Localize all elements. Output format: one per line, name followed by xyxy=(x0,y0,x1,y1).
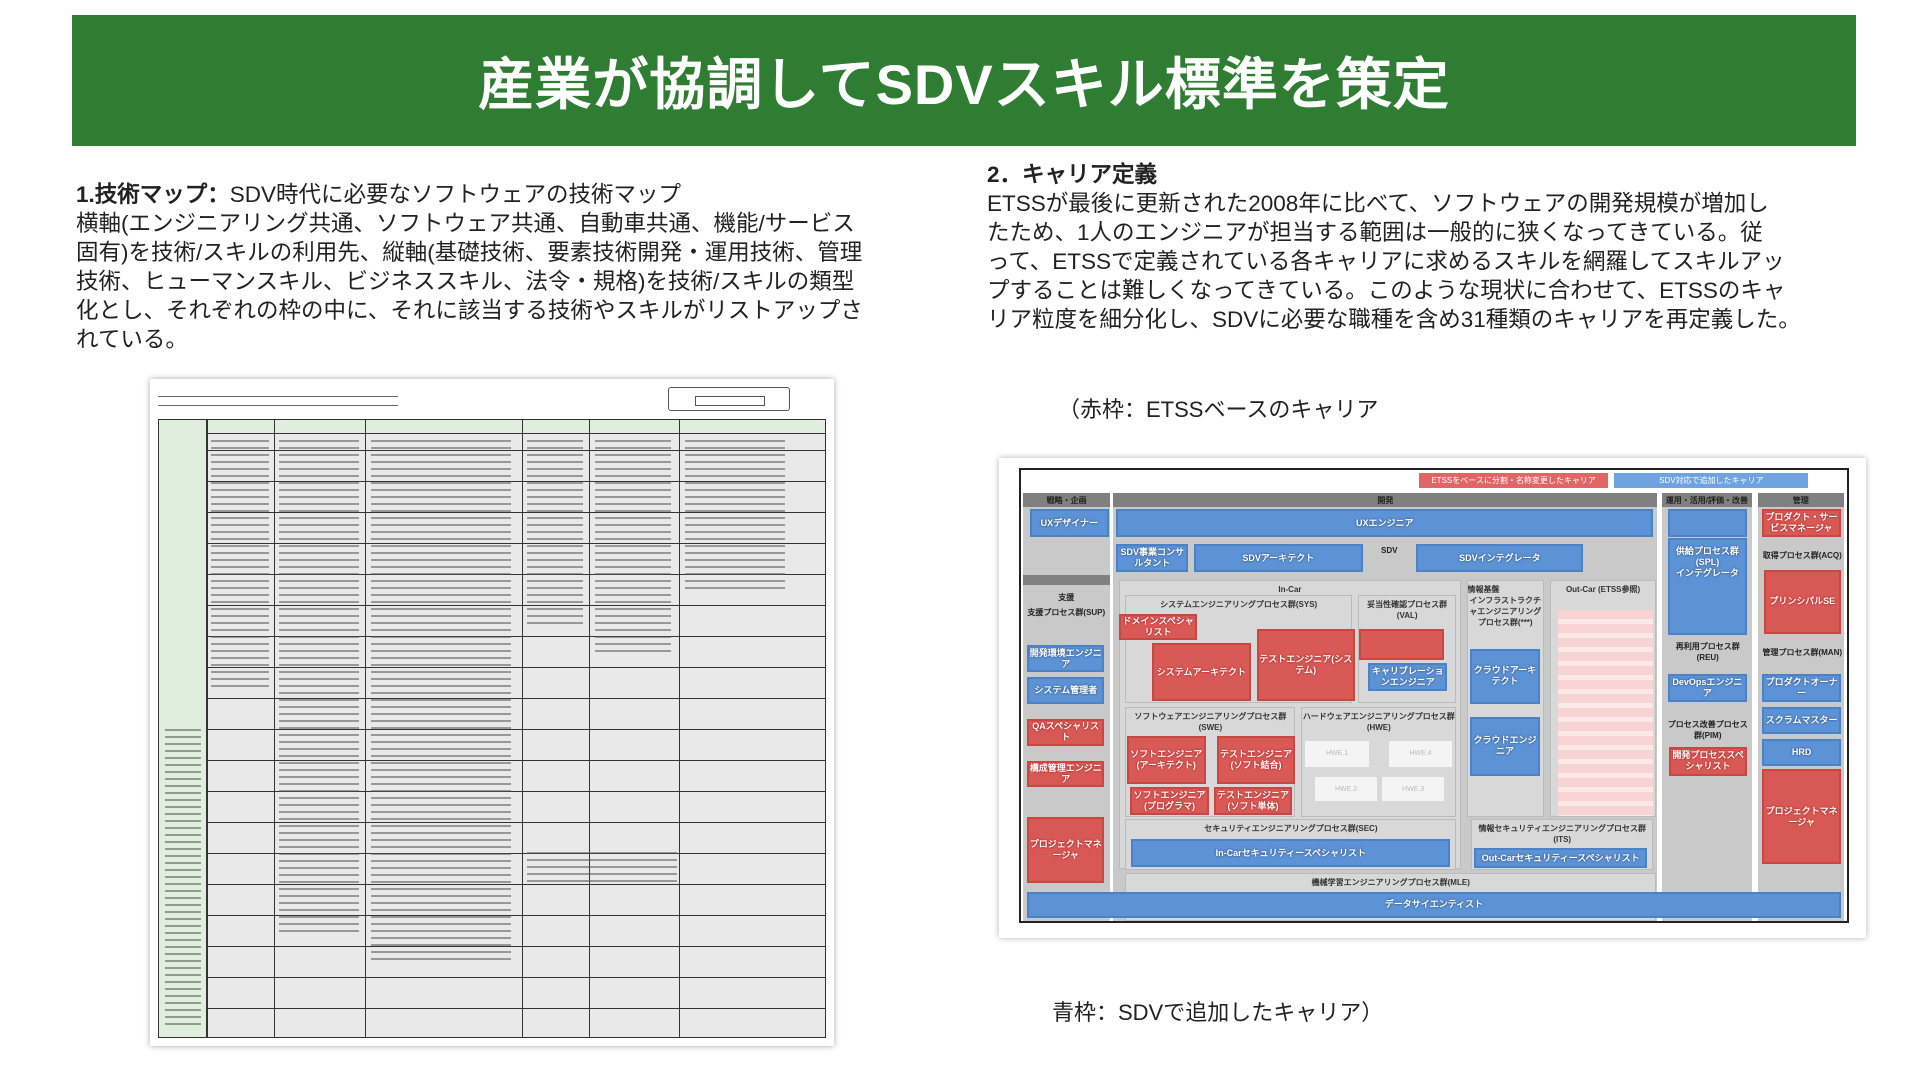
column-header-development: 開発 xyxy=(1113,493,1658,507)
career-ux-designer: UXデザイナー xyxy=(1029,509,1109,537)
career-test-soft-integration: テストエンジニア(ソフト結合) xyxy=(1216,735,1296,785)
career-val1 xyxy=(1359,628,1445,661)
career-heading: 2．キャリア定義 xyxy=(987,162,1158,187)
career-devenv-engineer: 開発環境エンジニア xyxy=(1026,645,1105,673)
tech-map-line: れている。 xyxy=(76,327,188,352)
legend-etss-based: ETSSをベースに分割・名称変更したキャリア xyxy=(1418,473,1609,489)
hwe2-box: HWE.2 xyxy=(1315,776,1378,802)
career-diagram-image: ETSSをベースに分割・名称変更したキャリア SDV対応で追加したキャリア 戦略… xyxy=(999,458,1866,938)
career-line: プすることは難しくなってきている。このような現状に合わせて、ETSSのキャ xyxy=(987,278,1786,303)
career-sys-admin: システム管理者 xyxy=(1026,677,1105,704)
divider xyxy=(589,420,590,1037)
career-incar-security: In-Carセキュリティースペシャリスト xyxy=(1131,839,1451,867)
career-test-engineer-system: テストエンジニア(システム) xyxy=(1256,628,1355,702)
career-process-specialist: 開発プロセススペシャリスト xyxy=(1669,747,1747,776)
career-soft-architect: ソフトエンジニア(アーキテクト) xyxy=(1126,735,1206,785)
career-sdv-integrator: SDVインテグレータ xyxy=(1416,544,1584,572)
career-data-scientist: データサイエンティスト xyxy=(1026,891,1842,919)
hwe1-box: HWE.1 xyxy=(1305,740,1369,767)
table-text xyxy=(527,440,583,626)
career-cloud-engineer: クラウドエンジニア xyxy=(1470,717,1540,776)
table-text xyxy=(371,440,511,965)
tech-map-heading: 1.技術マップ： xyxy=(76,182,230,207)
career-ux-engineer: UXエンジニア xyxy=(1116,509,1654,537)
career-sdv-consultant: SDV事業コンサルタント xyxy=(1116,544,1188,572)
career-sdv-architect: SDVアーキテクト xyxy=(1193,544,1363,572)
divider-bar xyxy=(1022,575,1111,586)
career-test-soft-unit: テストエンジニア(ソフト単体) xyxy=(1213,786,1293,815)
career-map: ETSSをベースに分割・名称変更したキャリア SDV対応で追加したキャリア 戦略… xyxy=(1019,468,1849,923)
career-cloud-architect: クラウドアーキテクト xyxy=(1470,648,1540,704)
career-ux-ops xyxy=(1668,509,1747,537)
reu-label: 再利用プロセス群(REU) xyxy=(1675,642,1740,663)
career-project-manager-left: プロジェクトマネージャ xyxy=(1026,817,1105,883)
table-text xyxy=(527,851,677,883)
man-label: 管理プロセス群(MAN) xyxy=(1762,648,1843,658)
hwe4-box: HWE.4 xyxy=(1388,740,1453,767)
outcar-etss-list xyxy=(1557,610,1654,816)
column-header-strategy: 戦略・企画 xyxy=(1022,493,1111,507)
spl-label: 供給プロセス群(SPL) xyxy=(1675,546,1739,568)
career-qa-specialist: QAスペシャリスト xyxy=(1026,718,1105,746)
tech-map-table xyxy=(158,419,826,1038)
tech-map-image xyxy=(150,379,834,1046)
sheet-header xyxy=(158,387,826,423)
section-career-definition: 2．キャリア定義 ETSSが最後に更新された2008年に比べて、ソフトウェアの開… xyxy=(987,160,1801,334)
career-config-engineer: 構成管理エンジニア xyxy=(1026,760,1105,788)
career-hrd: HRD xyxy=(1762,738,1842,766)
column-header-operation: 運用・活用/評価・改善 xyxy=(1662,493,1752,507)
career-soft-programmer: ソフトエンジニア(プログラマ) xyxy=(1130,786,1209,815)
tech-map-subtitle: SDV時代に必要なソフトウェアの技術マップ xyxy=(229,182,682,207)
table-text xyxy=(685,440,785,595)
tech-map-line: 技術、ヒューマンスキル、ビジネススキル、法令・規格)を技術/スキルの類型 xyxy=(76,269,855,294)
infra-label: 情報基盤 xyxy=(1467,585,1500,595)
acq-label: 取得プロセス群(ACQ) xyxy=(1762,550,1842,560)
spl-integrator-label: インテグレータ xyxy=(1675,568,1739,579)
tech-map-line: 1.技術マップ：SDV時代に必要なソフトウェアの技術マップ xyxy=(76,180,863,209)
divider xyxy=(522,420,523,1037)
support-group-label: 支援プロセス群(SUP) xyxy=(1027,607,1106,617)
career-line: って、ETSSで定義されている各キャリアに求めるスキルを網羅してスキルアッ xyxy=(987,249,1785,274)
divider xyxy=(207,420,208,1037)
career-line: ETSSが最後に更新された2008年に比べて、ソフトウェアの開発規模が増加し xyxy=(987,191,1769,216)
divider xyxy=(274,420,275,1037)
career-spl-integrator: 供給プロセス群(SPL)インテグレータ xyxy=(1668,538,1747,636)
career-project-manager-right: プロジェクトマネージャ xyxy=(1762,768,1842,865)
support-label: 支援 xyxy=(1058,592,1075,602)
column-header-management: 管理 xyxy=(1757,493,1844,507)
divider xyxy=(365,420,366,1037)
tech-map-line: 固有)を技術/スキルの利用先、縦軸(基礎技術、要素技術開発・運用技術、管理 xyxy=(76,240,863,265)
table-text xyxy=(165,728,201,1025)
caption-red-frame: （赤枠：ETSSベースのキャリア xyxy=(1058,397,1379,422)
career-product-service-manager: プロダクト・サービスマネージャ xyxy=(1761,509,1842,537)
section-tech-map: 1.技術マップ：SDV時代に必要なソフトウェアの技術マップ 横軸(エンジニアリン… xyxy=(76,180,863,354)
table-text xyxy=(595,440,671,656)
career-calibration-engineer: キャリブレーションエンジニア xyxy=(1368,663,1448,692)
career-principal-se: プリンシパルSE xyxy=(1763,570,1842,634)
title-banner: 産業が協調してSDVスキル標準を策定 xyxy=(72,15,1856,146)
career-product-owner: プロダクトオーナー xyxy=(1762,673,1842,703)
legend-sdv-added: SDV対応で追加したキャリア xyxy=(1614,473,1809,489)
career-line: たため、1人のエンジニアが担当する範囲は一般的に狭くなってきている。従 xyxy=(987,220,1763,245)
page-title: 産業が協調してSDVスキル標準を策定 xyxy=(478,53,1450,116)
career-system-architect: システムアーキテクト xyxy=(1152,643,1251,702)
tech-map-line: 横軸(エンジニアリング共通、ソフトウェア共通、自動車共通、機能/サービス xyxy=(76,211,855,236)
sdv-label: SDV xyxy=(1381,546,1398,555)
career-domain-specialist: ドメインスペシャリスト xyxy=(1119,614,1197,640)
table-header-row xyxy=(159,420,825,434)
pim-label: プロセス改善プロセス群(PIM) xyxy=(1667,720,1748,741)
sheet-logo xyxy=(668,387,790,411)
infra-group-label: インフラストラクチャエンジニアリングプロセス群(***) xyxy=(1469,596,1542,628)
career-line: リア粒度を細分化し、SDVに必要な職種を含め31種類のキャリアを再定義した。 xyxy=(987,307,1801,332)
career-outcar-security: Out-Carセキュリティースペシャリスト xyxy=(1474,848,1648,869)
hwe3-box: HWE.3 xyxy=(1381,776,1445,802)
career-devops-engineer: DevOpsエンジニア xyxy=(1668,674,1747,703)
tech-map-line: 化とし、それぞれの枠の中に、それに該当する技術やスキルがリストアップさ xyxy=(76,298,863,323)
table-text xyxy=(211,440,269,687)
career-scrum-master: スクラムマスター xyxy=(1762,707,1842,734)
divider xyxy=(679,420,680,1037)
table-text xyxy=(279,440,359,934)
caption-blue-frame: 青枠：SDVで追加したキャリア） xyxy=(1052,1000,1384,1025)
